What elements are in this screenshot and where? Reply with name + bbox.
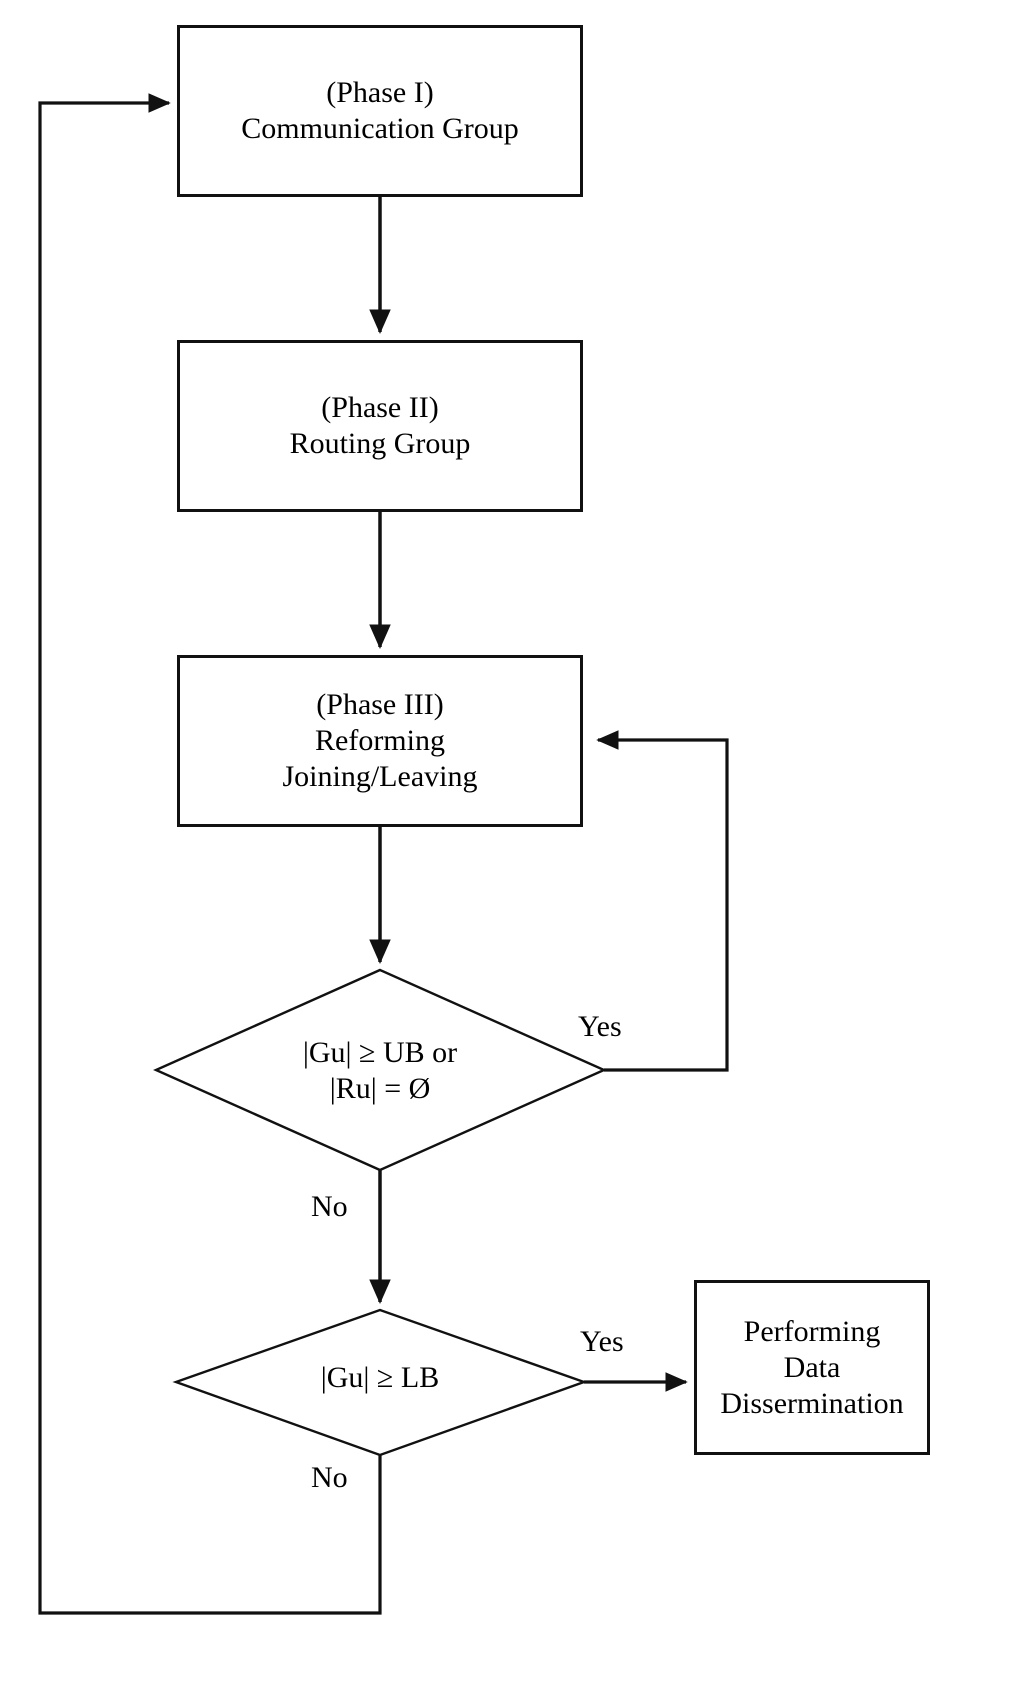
node-phase3-line3: Joining/Leaving xyxy=(282,760,478,793)
node-decision2-line1: |Gu| ≥ LB xyxy=(320,1361,440,1394)
edge-label-decision1-no: No xyxy=(311,1190,348,1223)
node-dissemination-line2: Data xyxy=(783,1350,841,1384)
node-dissemination-text: Performing Data Dissermination xyxy=(720,1314,903,1422)
node-phase2-line2: Routing Group xyxy=(289,427,471,460)
node-phase2-routing-group[interactable]: (Phase II) Routing Group xyxy=(177,340,583,512)
node-dissemination-line1: Performing xyxy=(743,1314,881,1348)
edge-label-decision2-no: No xyxy=(311,1461,348,1494)
edge-label-decision2-yes: Yes xyxy=(580,1325,624,1358)
edge-decision1-yes-loop xyxy=(596,730,729,1072)
node-phase1-text: (Phase I) Communication Group xyxy=(241,75,518,147)
node-phase3-line1: (Phase III) xyxy=(316,688,444,721)
node-performing-data-dissermination[interactable]: Performing Data Dissermination xyxy=(694,1280,930,1455)
node-phase1-communication-group[interactable]: (Phase I) Communication Group xyxy=(177,25,583,197)
node-decision1-line2: |Ru| = Ø xyxy=(329,1072,431,1105)
node-decision1-text: |Gu| ≥ UB or |Ru| = Ø xyxy=(180,1035,580,1107)
node-decision1-line1: |Gu| ≥ UB or xyxy=(302,1036,458,1069)
node-phase1-line2: Communication Group xyxy=(241,112,519,145)
node-phase2-text: (Phase II) Routing Group xyxy=(290,390,471,462)
node-phase1-line1: (Phase I) xyxy=(326,76,434,109)
node-phase3-line2: Reforming xyxy=(315,724,445,757)
node-decision2-text: |Gu| ≥ LB xyxy=(180,1360,580,1396)
node-phase2-line1: (Phase II) xyxy=(321,391,439,424)
node-phase3-reforming[interactable]: (Phase III) Reforming Joining/Leaving xyxy=(177,655,583,827)
node-phase3-text: (Phase III) Reforming Joining/Leaving xyxy=(283,687,478,795)
node-dissemination-line3: Dissermination xyxy=(720,1386,904,1420)
edge-label-decision1-yes: Yes xyxy=(578,1010,622,1043)
edge-decision2-no-loop xyxy=(38,93,382,1615)
